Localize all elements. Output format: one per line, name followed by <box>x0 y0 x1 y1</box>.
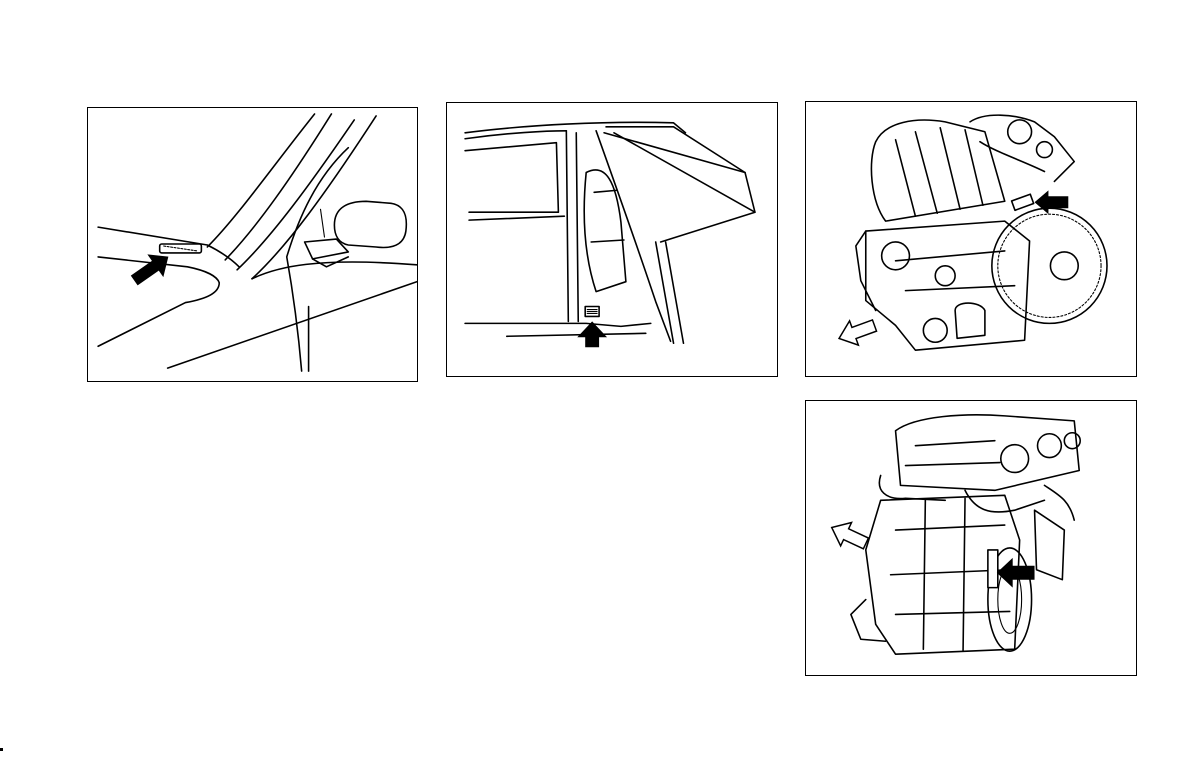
side-mirror <box>334 201 406 247</box>
windshield-illustration <box>88 108 417 381</box>
engine-b-illustration <box>806 401 1136 675</box>
outlined-arrow-icon <box>826 516 871 555</box>
engine-a-illustration <box>806 102 1136 376</box>
engine-serial-number-figure-a <box>805 101 1137 377</box>
engine-serial-number-plate <box>1012 194 1034 210</box>
page-corner-mark <box>0 748 3 751</box>
door-pillar-label-figure <box>446 102 778 377</box>
outlined-arrow-icon <box>835 313 879 350</box>
door-pillar-illustration <box>447 103 777 376</box>
filled-arrow-icon <box>997 558 1035 588</box>
windshield-vin-plate-figure <box>87 107 418 382</box>
engine-serial-number-figure-b <box>805 400 1137 676</box>
engine-serial-number-plate <box>988 550 998 588</box>
